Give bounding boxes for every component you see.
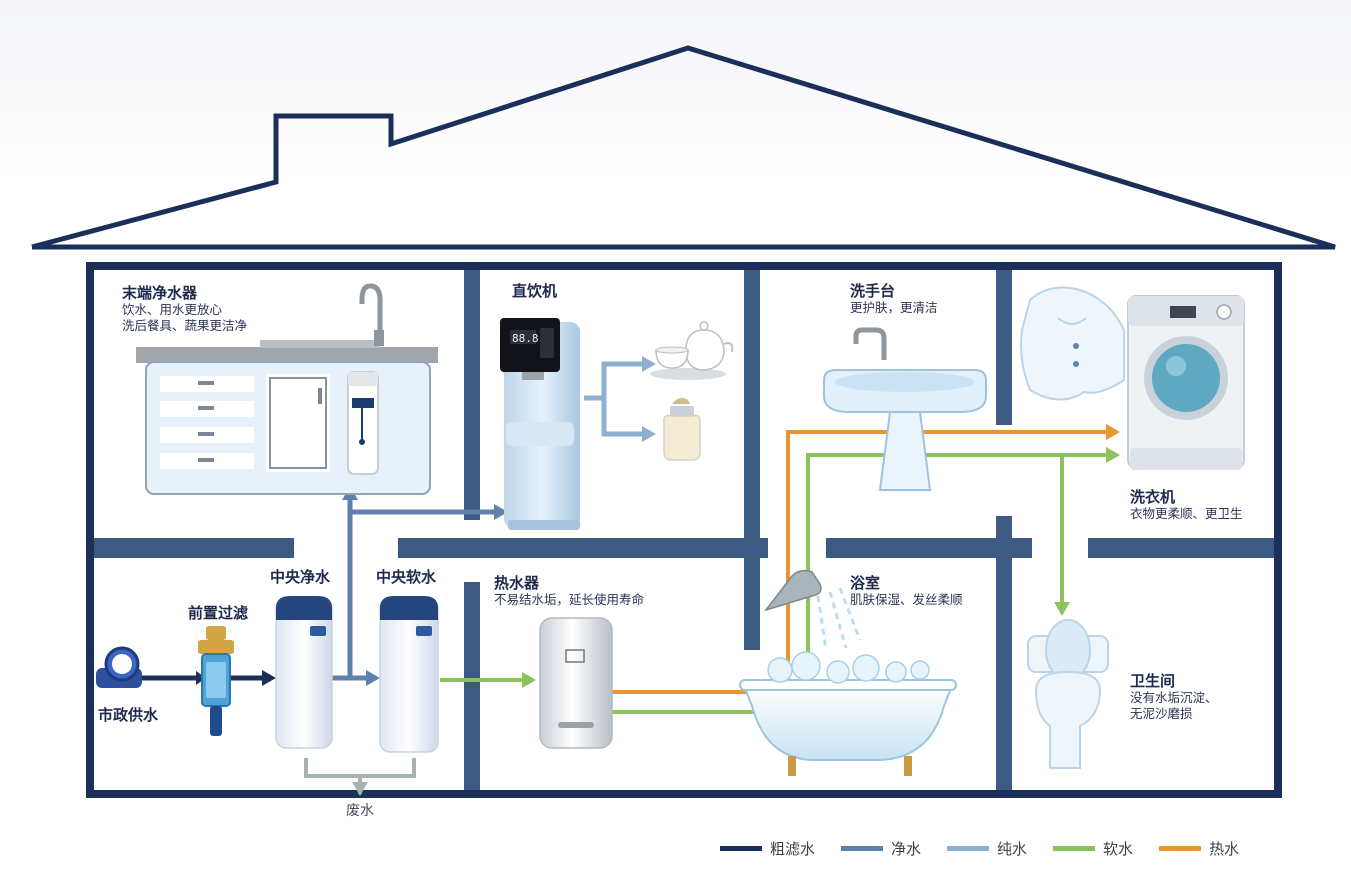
background-haze <box>0 0 1351 180</box>
arrow-clean-dispenser <box>494 504 508 520</box>
roof-outline <box>31 45 1336 250</box>
water-heater <box>539 617 613 749</box>
shower-head <box>763 569 862 651</box>
kitchen-desc-1: 饮水、用水更放心 <box>122 302 223 317</box>
heater-desc: 不易结水垢，延长使用寿命 <box>494 592 645 607</box>
toilet-desc-2: 无泥沙磨损 <box>1130 706 1193 721</box>
arrowheads <box>196 356 1120 796</box>
heater-title: 热水器 <box>494 574 540 592</box>
central-purifier-unit <box>275 596 333 749</box>
pre-filter <box>198 626 234 736</box>
central-softener-title: 中央软水 <box>376 568 437 586</box>
dispenser-title: 直饮机 <box>512 282 558 300</box>
legend-swatch-soft <box>1053 846 1096 851</box>
legend-label-soft: 软水 <box>1103 840 1134 858</box>
legend-label-hot: 热水 <box>1209 840 1240 858</box>
water-dispenser: 88.8 <box>500 318 580 530</box>
legend: 粗滤水 净水 纯水 软水 热水 <box>720 838 1265 859</box>
legend-item-soft: 软水 <box>1053 838 1133 859</box>
arrow-soft-toilet <box>1054 602 1070 616</box>
arrow-clean-softener <box>366 670 380 686</box>
water-meter <box>96 646 142 688</box>
pipe-pure-bottle <box>601 398 648 437</box>
municipal-title: 市政供水 <box>98 706 159 724</box>
baby-bottle <box>663 398 701 461</box>
washbasin-title: 洗手台 <box>850 282 896 300</box>
laundry-desc: 衣物更柔顺、更卫生 <box>1130 506 1243 521</box>
pipe-soft-laundry <box>806 453 1110 690</box>
washbasin-desc: 更护肤，更清洁 <box>850 300 938 315</box>
central-purifier-title: 中央净水 <box>270 568 331 586</box>
arrow-soft-laundry <box>1106 447 1120 463</box>
laundry-title: 洗衣机 <box>1130 488 1176 506</box>
legend-swatch-clean <box>841 846 884 851</box>
bathroom-desc: 肌肤保湿、发丝柔顺 <box>850 592 963 607</box>
arrow-waste <box>352 782 368 796</box>
kitchen-desc-2: 洗后餐具、蔬果更洁净 <box>122 318 248 333</box>
toilet-title: 卫生间 <box>1130 672 1176 690</box>
legend-item-hot: 热水 <box>1159 838 1239 859</box>
legend-item-clean: 净水 <box>841 838 921 859</box>
toilet-desc-1: 没有水垢沉淀、 <box>1130 690 1218 705</box>
central-softener-unit <box>379 596 439 753</box>
undersink-purifier <box>347 371 379 475</box>
pipe-pure-cup <box>584 361 648 401</box>
washing-machine <box>1127 295 1245 470</box>
arrow-pure-cup <box>642 356 656 372</box>
legend-item-coarse: 粗滤水 <box>720 838 815 859</box>
waste-label: 废水 <box>346 803 374 819</box>
toilet <box>1027 619 1109 769</box>
teapot-and-cup <box>650 321 734 380</box>
bathroom-title: 浴室 <box>850 574 881 592</box>
legend-swatch-pure <box>947 846 990 851</box>
legend-label-pure: 纯水 <box>997 840 1028 858</box>
shirt <box>1020 286 1125 401</box>
legend-swatch-coarse <box>720 846 762 851</box>
bathtub <box>739 651 957 776</box>
svg-text:88.8: 88.8 <box>512 332 539 345</box>
legend-item-pure: 纯水 <box>947 838 1027 859</box>
wash-basin <box>823 327 987 491</box>
kitchen-title: 末端净水器 <box>122 284 198 302</box>
arrow-coarse-2 <box>262 670 276 686</box>
legend-label-clean: 净水 <box>891 840 922 858</box>
prefilter-title: 前置过滤 <box>188 604 249 622</box>
arrow-hot-laundry <box>1106 424 1120 440</box>
arrow-pure-bottle <box>642 426 656 442</box>
arrow-soft-heater <box>522 672 536 688</box>
legend-swatch-hot <box>1159 846 1202 851</box>
legend-label-coarse: 粗滤水 <box>770 840 816 858</box>
